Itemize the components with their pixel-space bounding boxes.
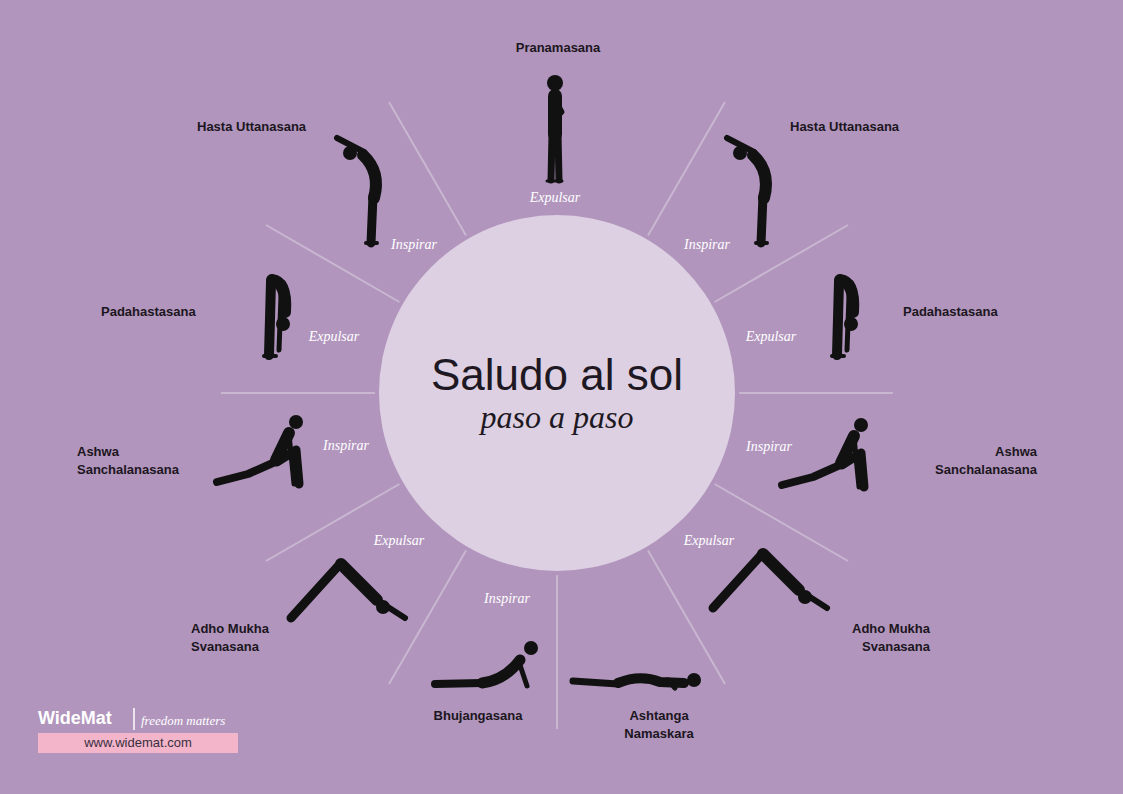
radial-line (556, 575, 558, 729)
breath-cue: Expulsar (309, 328, 360, 346)
hasta-uttanasana-figure (727, 138, 767, 243)
node-content: Saludo al solpaso a paso (379, 215, 735, 571)
ashwa-sanchalanasana-figure (217, 415, 303, 484)
website-url: www.widemat.com (84, 734, 192, 752)
breath-cue: Expulsar (746, 328, 797, 346)
pose-name: Pranamasana (516, 39, 601, 57)
adho-mukha-figure (713, 554, 827, 608)
bhujangasana-figure (435, 641, 538, 686)
radial-line (648, 551, 725, 684)
radial-line (389, 102, 466, 235)
pose-name: Ashwa Sanchalanasana (77, 443, 207, 479)
pose-name: Adho Mukha Svanasana (191, 620, 311, 656)
url-band: www.widemat.com (38, 733, 238, 753)
breath-cue: Expulsar (374, 532, 425, 550)
radial-line (715, 484, 848, 561)
breath-cue: Inspirar (391, 236, 437, 254)
breath-cue: Inspirar (746, 438, 792, 456)
circle-fill (379, 215, 735, 571)
radial-line (221, 392, 375, 394)
pose-name: Padahastasana (903, 303, 998, 321)
radial-line (266, 484, 399, 561)
breath-cue: Inspirar (323, 437, 369, 455)
breath-cue: Inspirar (684, 236, 730, 254)
node-content: www.widemat.com (38, 733, 238, 753)
ashwa-sanchalanasana-figure (782, 418, 868, 487)
radial-lines (221, 102, 893, 729)
padahastasana-figure (264, 280, 290, 356)
brand-separator (133, 708, 135, 730)
diagram-title: Saludo al sol (431, 350, 683, 401)
pranamasana-figure (547, 75, 563, 181)
pose-name: Ashtanga Namaskara (607, 707, 711, 743)
radial-line (715, 225, 848, 302)
pose-name: Padahastasana (101, 303, 196, 321)
diagram-subtitle: paso a paso (481, 399, 634, 436)
pose-name: Adho Mukha Svanasana (810, 620, 930, 656)
radial-line (648, 102, 725, 235)
radial-line (739, 392, 893, 394)
pose-name: Hasta Uttanasana (790, 118, 899, 136)
breath-cue: Expulsar (530, 189, 581, 207)
ashtanga-figure (573, 673, 701, 688)
pose-name: Bhujangasana (434, 707, 523, 725)
breath-cue: Expulsar (684, 532, 735, 550)
brand-tagline: freedom matters (141, 712, 225, 730)
brand-name: WideMat (38, 709, 112, 727)
pose-name: Ashwa Sanchalanasana (907, 443, 1037, 479)
breath-cue: Inspirar (484, 590, 530, 608)
padahastasana-figure (832, 280, 858, 356)
hasta-uttanasana-figure (337, 138, 377, 243)
title-circle: Saludo al solpaso a paso (379, 215, 735, 571)
adho-mukha-figure (291, 564, 405, 618)
pose-name: Hasta Uttanasana (197, 118, 306, 136)
